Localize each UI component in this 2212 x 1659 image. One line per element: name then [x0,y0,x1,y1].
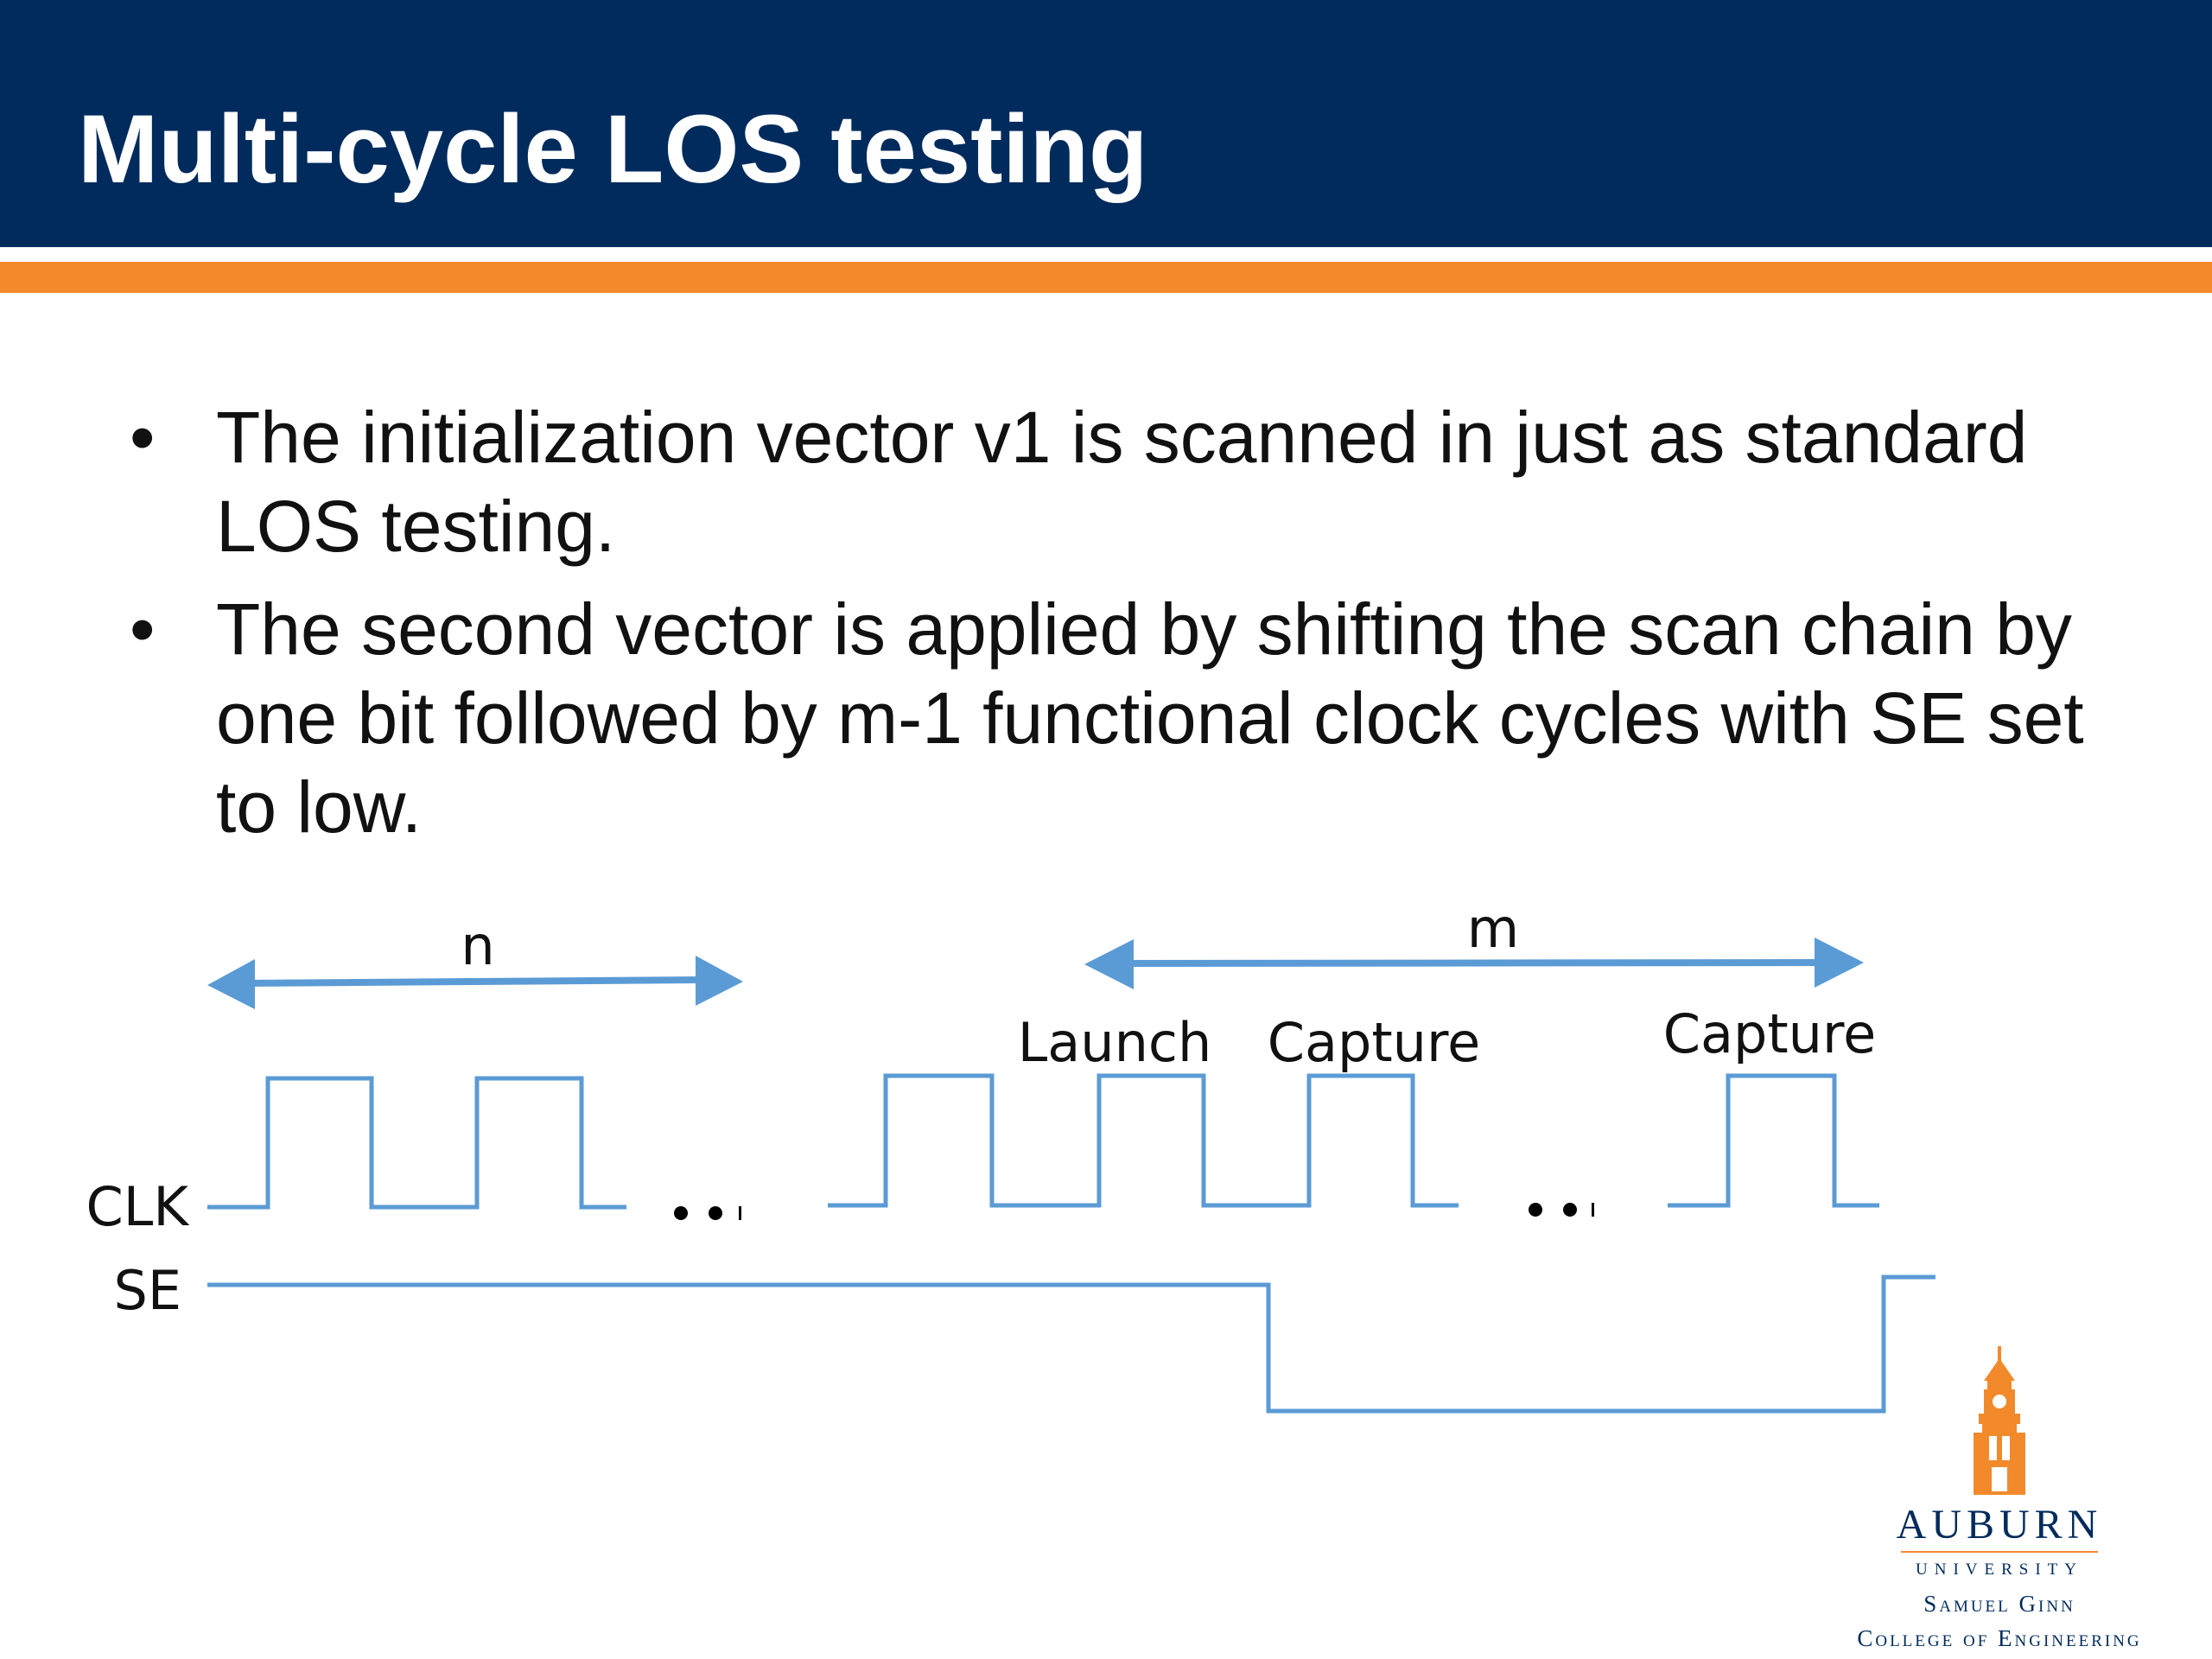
se-label: SE [113,1259,181,1322]
logo-college-line1: Samuel Ginn [1923,1591,2075,1617]
clk-waveform [1668,1073,1879,1208]
bullet-item: The second vector is applied by shifting… [130,585,2117,852]
m-label: m [1467,897,1519,960]
clk-waveform [828,1073,1459,1208]
se-waveform [207,1274,1936,1414]
clk-waveform [207,1076,626,1210]
clk-ellipsis [674,1206,741,1220]
capture-label: Capture [1268,1011,1481,1074]
capture-label: Capture [1663,1002,1877,1065]
logo-college-line2: College of Engineering [1857,1625,2141,1650]
m-span-arrow [1084,938,1864,989]
accent-bar [0,262,2212,293]
clk-label: CLK [86,1175,190,1238]
slide-title: Multi-cycle LOS testing [78,95,1148,203]
n-label: n [461,914,494,977]
bullet-item: The initialization vector v1 is scanned … [130,393,2117,571]
n-span-arrow [207,956,743,1009]
header-band [0,0,2212,247]
clk-ellipsis [1529,1203,1594,1217]
bullet-list: The initialization vector v1 is scanned … [130,393,2117,866]
logo-name: AUBURN [1897,1502,2103,1548]
launch-label: Launch [1018,1011,1212,1074]
logo-university: UNIVERSITY [1916,1560,2083,1579]
auburn-logo: AUBURN UNIVERSITY Samuel Ginn College of… [1815,1339,2195,1651]
timing-diagram: n m Launch Capture Capture CLK SE [86,897,1936,1414]
